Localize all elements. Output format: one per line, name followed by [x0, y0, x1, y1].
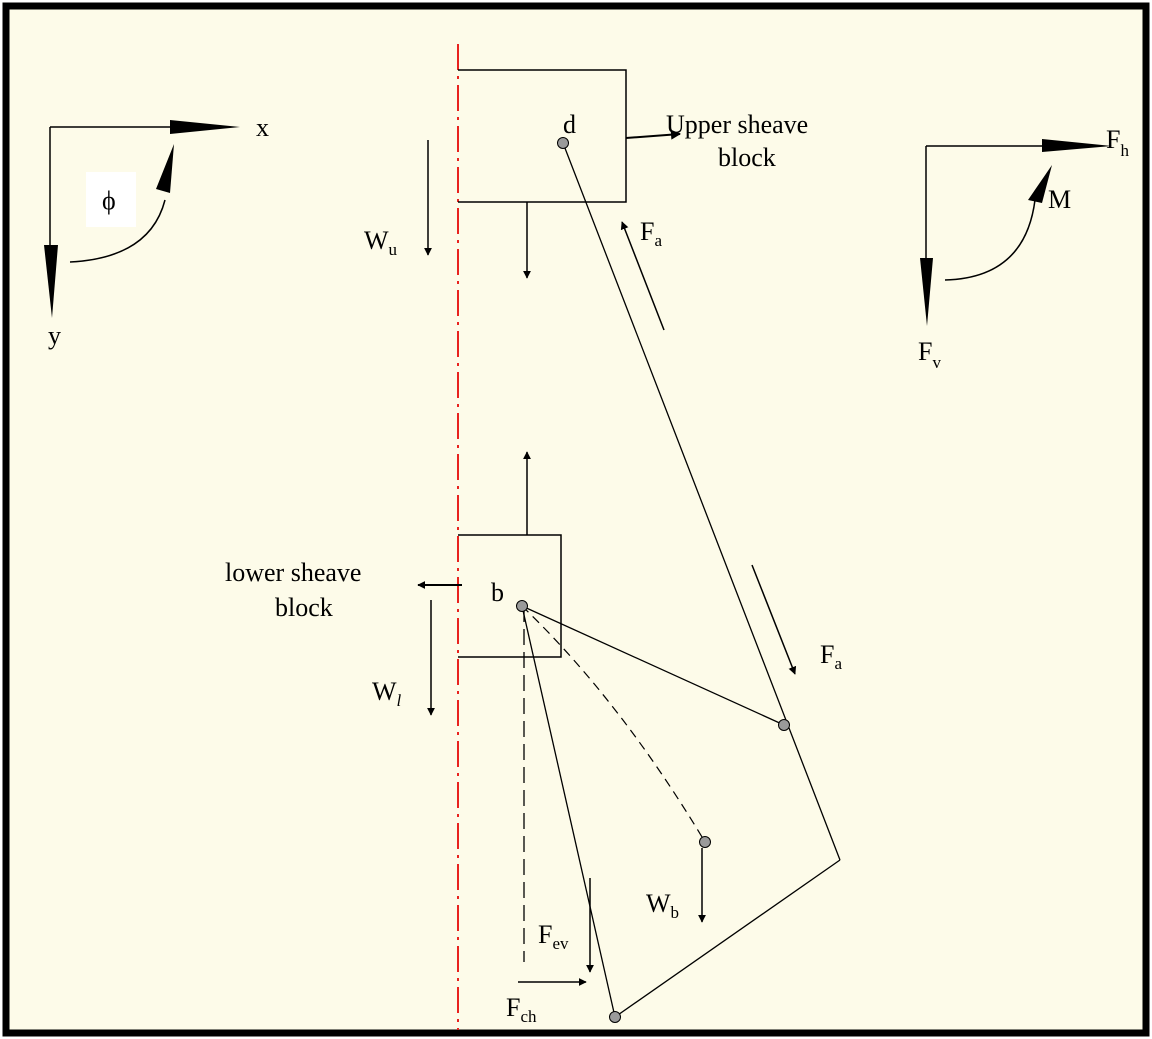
- phi-angle-arc: [69, 199, 166, 263]
- y-axis-label: y: [48, 321, 61, 350]
- x-axis-arrowhead: [170, 120, 240, 134]
- fv-arrowhead: [920, 258, 933, 326]
- moment-label: M: [1048, 185, 1071, 214]
- force-arrows: Fa Fa Wb Fev Fch: [506, 217, 842, 1026]
- boom-side-b-to-foot: [521, 605, 616, 1018]
- node-boom-mid: [778, 719, 790, 731]
- x-axis-label: x: [256, 113, 269, 142]
- boom-b-to-midpoint: [521, 605, 785, 726]
- fev-label: Fev: [538, 920, 569, 953]
- fa-upper-label: Fa: [640, 217, 662, 250]
- cable-line-d-to-tip: [562, 142, 841, 861]
- fa-lower-label: Fa: [820, 640, 842, 673]
- moment-arc: [944, 199, 1036, 281]
- fh-arrowhead: [1042, 139, 1112, 152]
- right-coordinate-axes: Fh M Fv: [918, 125, 1129, 372]
- boom-structure: [521, 142, 841, 1018]
- joint-nodes: [516, 137, 790, 1023]
- y-axis-arrowhead: [44, 245, 58, 318]
- wu-label: Wu: [364, 226, 398, 259]
- lower-block-outline: [458, 534, 562, 658]
- lower-sheave-block: lower sheave block Wl b: [225, 451, 562, 716]
- node-boom-cg: [699, 836, 711, 848]
- wb-label: Wb: [646, 889, 679, 922]
- upper-block-label-arrow: [625, 129, 681, 140]
- node-b: [516, 600, 528, 612]
- fch-label: Fch: [506, 993, 537, 1026]
- phi-arc-arrowhead: [156, 144, 174, 193]
- fa-lower-arrow: [751, 564, 797, 675]
- node-d: [557, 137, 569, 149]
- wl-label: Wl: [372, 677, 402, 710]
- node-boom-foot: [609, 1011, 621, 1023]
- point-b-label: b: [491, 578, 504, 607]
- fv-label: Fv: [918, 337, 941, 372]
- boom-lower-chord: [614, 859, 841, 1018]
- upper-block-outline: [458, 69, 627, 203]
- moment-arc-arrowhead: [1028, 165, 1052, 203]
- upper-block-label: Upper sheave block: [666, 110, 815, 172]
- left-coordinate-axes: x y ϕ: [44, 113, 269, 350]
- lower-block-label: lower sheave block: [225, 558, 368, 622]
- fh-label: Fh: [1106, 125, 1129, 160]
- point-d-label: d: [563, 110, 576, 139]
- boom-dashed-curve: [521, 605, 706, 843]
- phi-label-box: [86, 172, 136, 227]
- phi-label: ϕ: [102, 186, 116, 215]
- upper-sheave-block: Upper sheave block Wu d: [364, 69, 815, 279]
- fa-upper-arrow: [620, 221, 665, 331]
